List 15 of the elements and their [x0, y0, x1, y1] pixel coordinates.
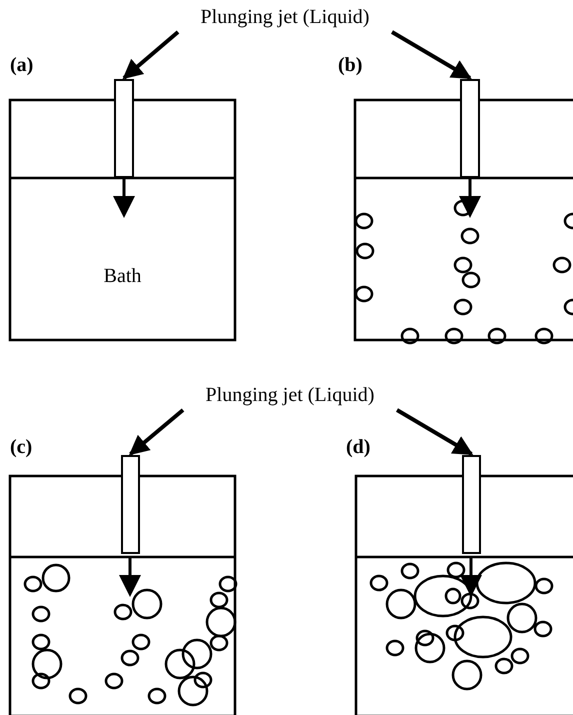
arrow [128, 408, 184, 456]
arrow [390, 30, 472, 80]
jet-nozzle [121, 455, 140, 554]
jet-label: Plunging jet (Liquid) [206, 385, 374, 405]
panel-label: (a) [10, 55, 34, 75]
jet-label: Plunging jet (Liquid) [200, 7, 370, 27]
bath-label: Bath [104, 266, 142, 286]
panel-label: (b) [338, 55, 362, 75]
panel-label: (d) [346, 437, 370, 457]
jet-nozzle [460, 79, 480, 178]
jet-nozzle [114, 79, 134, 178]
panel-label: (c) [10, 437, 32, 457]
arrow [396, 408, 474, 456]
jet-nozzle [462, 455, 481, 554]
arrow [122, 30, 180, 80]
